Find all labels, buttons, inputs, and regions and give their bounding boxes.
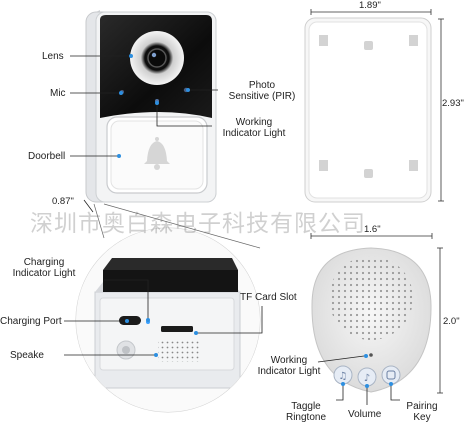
svg-text:♪: ♪ xyxy=(364,373,370,384)
tf-card-slot-label: TF Card Slot xyxy=(240,292,297,303)
doorbell-front-device xyxy=(85,10,217,203)
tf-card-slot-icon xyxy=(161,326,193,332)
charging-indicator-label: Charging Indicator Light xyxy=(12,257,76,279)
charging-port-label: Charging Port xyxy=(0,316,62,327)
speaker-grille xyxy=(158,340,200,362)
detail-zoom-circle xyxy=(75,227,261,413)
chime-callouts xyxy=(317,354,400,405)
back-height-dimension: 2.93" xyxy=(442,98,464,109)
chime-indicator-light-icon xyxy=(369,353,373,357)
back-width-dimension: 1.89" xyxy=(359,0,381,11)
chime-height-dimension: 2.0" xyxy=(443,316,460,327)
volume-label: Volume xyxy=(348,409,382,420)
mic-label: Mic xyxy=(50,88,66,99)
chime-device: ♫ ♪ xyxy=(311,247,432,393)
lens-label: Lens xyxy=(42,51,64,62)
doorbell-label: Doorbell xyxy=(28,151,66,162)
doorbell-back-device xyxy=(304,17,432,203)
back-dimension-lines xyxy=(310,9,444,202)
svg-text:♫: ♫ xyxy=(339,371,348,382)
chime-working-indicator-label: Working Indicator Light xyxy=(257,355,321,377)
detail-zoom-lines xyxy=(93,203,261,249)
speaker-label: Speake xyxy=(10,350,44,361)
watermark-text: 深圳市奥白森电子科技有限公司 xyxy=(30,211,366,237)
detail-callouts xyxy=(64,279,263,357)
charging-port-icon xyxy=(119,316,141,325)
pairing-key-label: Pairing Key xyxy=(406,401,438,423)
depth-dimension: 0.87" xyxy=(52,196,74,207)
working-indicator-label: Working Indicator Light xyxy=(222,117,286,139)
photo-sensitive-label: Photo Sensitive (PIR) xyxy=(228,80,296,102)
toggle-ringtone-label: Taggle Ringtone xyxy=(285,401,327,423)
chime-dimension-lines xyxy=(310,233,443,394)
chime-width-dimension: 1.6" xyxy=(364,224,381,235)
bell-icon xyxy=(144,137,170,170)
toggle-ringtone-button: ♫ xyxy=(333,365,353,385)
front-callouts xyxy=(70,54,218,213)
pairing-key-button xyxy=(381,365,401,385)
volume-button: ♪ xyxy=(357,367,377,387)
